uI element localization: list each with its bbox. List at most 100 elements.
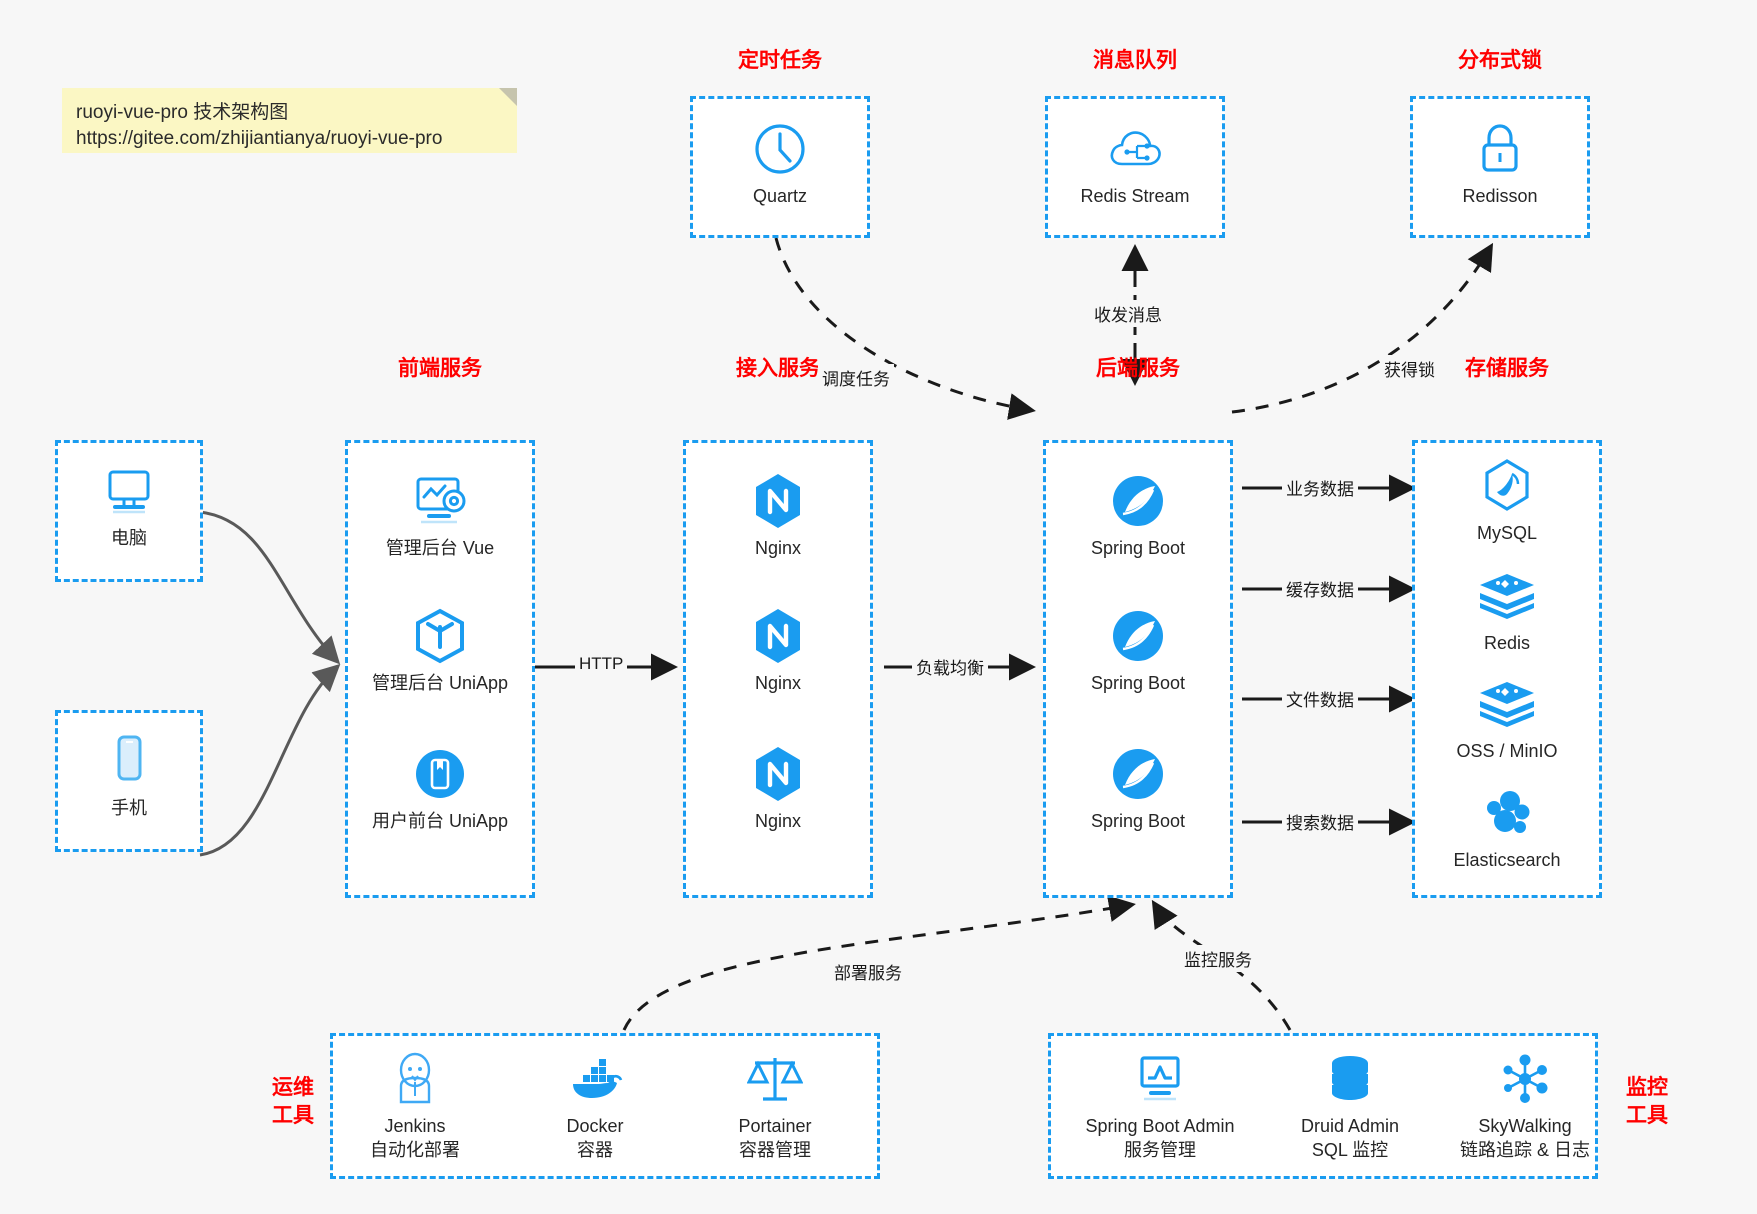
- node-label: Nginx: [754, 673, 802, 693]
- node-druid-admin[interactable]: Druid Admin SQL 监控: [1270, 1048, 1430, 1162]
- edge-label-monitor-service: 监控服务: [1180, 945, 1256, 972]
- dashboard-gear-icon: [360, 470, 520, 532]
- node-nginx-3[interactable]: Nginx: [698, 743, 858, 833]
- node-spring-boot-2[interactable]: Spring Boot: [1058, 605, 1218, 695]
- node-sublabel: 容器管理: [739, 1140, 811, 1160]
- node-docker[interactable]: Docker 容器: [515, 1048, 675, 1162]
- node-nginx-2[interactable]: Nginx: [698, 605, 858, 695]
- node-label: Druid Admin: [1300, 1116, 1400, 1136]
- node-user-uniapp[interactable]: 用户前台 UniApp: [360, 743, 520, 833]
- node-label: Quartz: [752, 186, 808, 206]
- desktop-monitor-icon: [49, 460, 209, 522]
- node-label: 手机: [111, 798, 147, 818]
- node-oss-minio[interactable]: OSS / MinIO: [1427, 673, 1587, 763]
- distributed-lock-group: [1410, 96, 1590, 238]
- node-sublabel: SQL 监控: [1311, 1140, 1389, 1160]
- mobile-app-icon: [360, 743, 520, 805]
- spring-boot-icon: [1058, 605, 1218, 667]
- node-redisson[interactable]: Redisson: [1420, 118, 1580, 208]
- node-label: Spring Boot: [1090, 538, 1186, 558]
- monitor-chart-icon: [1070, 1048, 1250, 1110]
- node-mobile[interactable]: 手机: [49, 730, 209, 820]
- edge-label-file-data: 文件数据: [1282, 685, 1358, 712]
- storage-title: 存储服务: [1465, 357, 1549, 380]
- devops-group: [330, 1033, 880, 1179]
- node-sublabel: 自动化部署: [370, 1140, 460, 1160]
- node-label: Nginx: [754, 811, 802, 831]
- node-spring-boot-3[interactable]: Spring Boot: [1058, 743, 1218, 833]
- node-admin-vue[interactable]: 管理后台 Vue: [360, 470, 520, 560]
- edge-label-search-data: 搜索数据: [1282, 808, 1358, 835]
- monitoring-title-line2: 工具: [1626, 1104, 1668, 1127]
- monitoring-title-line1: 监控: [1626, 1076, 1668, 1099]
- node-label: Nginx: [754, 538, 802, 558]
- redis-stack-icon: [1427, 565, 1587, 627]
- monitoring-title: 监控 工具: [1612, 1074, 1682, 1130]
- frontend-title: 前端服务: [398, 357, 482, 380]
- node-label: 管理后台 Vue: [385, 538, 495, 558]
- spring-boot-icon: [1058, 743, 1218, 805]
- node-label: Redisson: [1462, 186, 1538, 206]
- node-nginx-1[interactable]: Nginx: [698, 470, 858, 560]
- node-label: Redis Stream: [1080, 186, 1190, 206]
- node-quartz[interactable]: Quartz: [700, 118, 860, 208]
- edge-label-acquire-lock: 获得锁: [1380, 355, 1439, 382]
- cloud-stream-icon: [1055, 118, 1215, 180]
- note-fold-corner: [499, 88, 517, 106]
- node-label: MySQL: [1476, 523, 1537, 543]
- node-spring-boot-admin[interactable]: Spring Boot Admin 服务管理: [1070, 1048, 1250, 1162]
- node-computer[interactable]: 电脑: [49, 460, 209, 550]
- jenkins-butler-icon: [335, 1048, 495, 1110]
- clock-icon: [700, 118, 860, 180]
- node-spring-boot-1[interactable]: Spring Boot: [1058, 470, 1218, 560]
- note-title: ruoyi-vue-pro 技术架构图: [76, 102, 289, 123]
- spring-boot-icon: [1058, 470, 1218, 532]
- devops-title-line2: 工具: [272, 1104, 314, 1127]
- node-mysql[interactable]: MySQL: [1427, 455, 1587, 545]
- docker-whale-icon: [515, 1048, 675, 1110]
- backend-title: 后端服务: [1096, 357, 1180, 380]
- scales-icon: [695, 1048, 855, 1110]
- gateway-title: 接入服务: [736, 357, 820, 380]
- client-mobile-group: [55, 710, 203, 852]
- node-portainer[interactable]: Portainer 容器管理: [695, 1048, 855, 1162]
- node-sublabel: 链路追踪 & 日志: [1459, 1140, 1590, 1160]
- node-skywalking[interactable]: SkyWalking 链路追踪 & 日志: [1440, 1048, 1610, 1162]
- message-queue-title: 消息队列: [1093, 49, 1177, 72]
- node-label: Spring Boot: [1090, 811, 1186, 831]
- node-label: Elasticsearch: [1453, 850, 1561, 870]
- node-label: Redis: [1483, 633, 1531, 653]
- node-label: Spring Boot Admin: [1085, 1116, 1235, 1136]
- node-label: Jenkins: [384, 1116, 446, 1136]
- node-label: 用户前台 UniApp: [371, 811, 509, 831]
- nginx-icon: [698, 605, 858, 667]
- mobile-phone-icon: [49, 730, 209, 792]
- cube-icon: [360, 605, 520, 667]
- lock-icon: [1420, 118, 1580, 180]
- database-cylinder-icon: [1270, 1048, 1430, 1110]
- node-sublabel: 容器: [577, 1140, 613, 1160]
- devops-title: 运维 工具: [258, 1074, 328, 1130]
- node-admin-uniapp[interactable]: 管理后台 UniApp: [360, 605, 520, 695]
- edge-label-business-data: 业务数据: [1282, 474, 1358, 501]
- edge-label-schedule-task: 调度任务: [818, 364, 894, 391]
- mysql-dolphin-icon: [1427, 455, 1587, 517]
- node-elasticsearch[interactable]: Elasticsearch: [1427, 782, 1587, 872]
- node-label: 电脑: [111, 528, 147, 548]
- elasticsearch-icon: [1427, 782, 1587, 844]
- note-url: https://gitee.com/zhijiantianya/ruoyi-vu…: [76, 128, 443, 149]
- scheduled-task-group: [690, 96, 870, 238]
- edge-label-cache-data: 缓存数据: [1282, 575, 1358, 602]
- node-graph-icon: [1440, 1048, 1610, 1110]
- monitoring-group: [1048, 1033, 1598, 1179]
- node-redis-stream[interactable]: Redis Stream: [1055, 118, 1215, 208]
- edge-label-send-receive-message: 收发消息: [1090, 300, 1166, 327]
- node-redis[interactable]: Redis: [1427, 565, 1587, 655]
- scheduled-task-title: 定时任务: [738, 49, 822, 72]
- distributed-lock-title: 分布式锁: [1458, 49, 1542, 72]
- nginx-icon: [698, 470, 858, 532]
- node-label: OSS / MinIO: [1456, 741, 1558, 761]
- node-sublabel: 服务管理: [1124, 1140, 1196, 1160]
- node-jenkins[interactable]: Jenkins 自动化部署: [335, 1048, 495, 1162]
